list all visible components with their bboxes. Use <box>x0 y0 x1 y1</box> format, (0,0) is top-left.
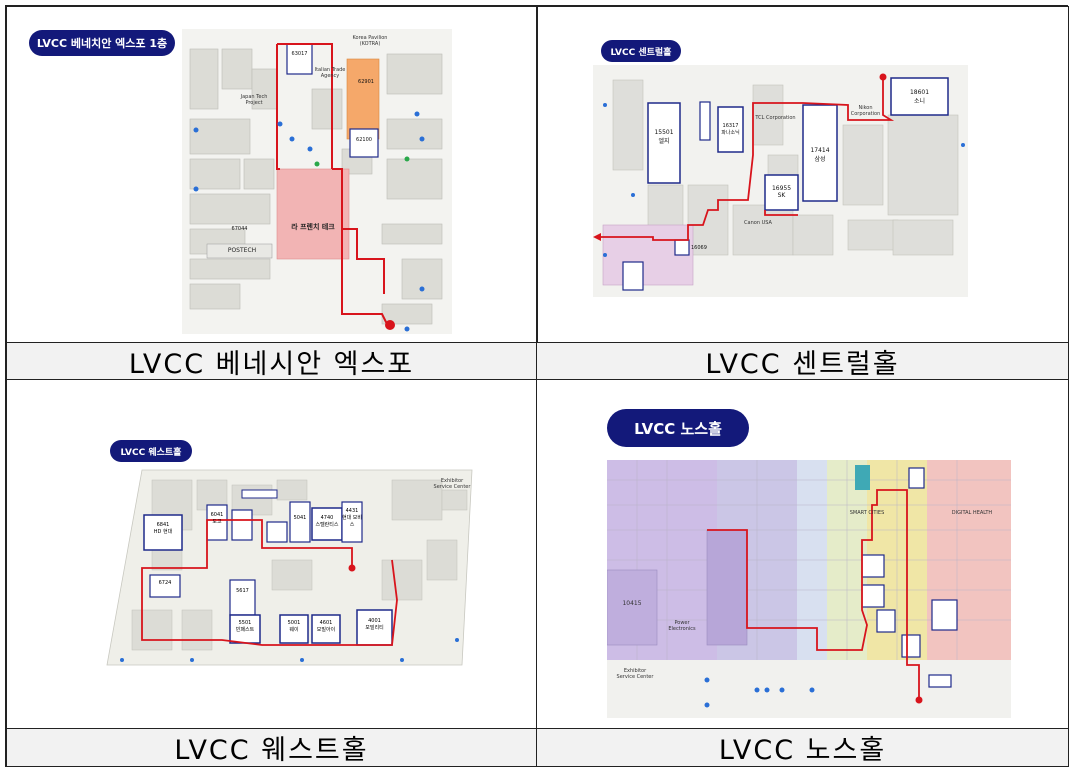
booth-5041: 5041 <box>293 515 307 521</box>
booth-5617: 5617 <box>236 588 249 594</box>
smart-cities-label: SMART CITIES <box>849 510 885 516</box>
booth-10415: 10415 <box>622 600 642 607</box>
booth-6724: 6724 <box>158 580 172 586</box>
digital-health-label: DIGITAL HEALTH <box>951 510 993 516</box>
venetian-map-drawing <box>182 29 452 334</box>
caption-central: LVCC 센트럴홀 <box>536 342 1069 380</box>
nikon-label: Nikon Corporation <box>850 105 881 117</box>
west-badge: LVCC 웨스트홀 <box>110 440 192 462</box>
japan-tech-label: Japan Tech Project <box>240 94 268 106</box>
venetian-floor-map: Korea Pavilion (KOTRA) Italian Trade Age… <box>182 29 452 334</box>
central-map-drawing <box>593 65 968 297</box>
venetian-badge: LVCC 베네치안 엑스포 1층 <box>29 30 175 56</box>
booth-63017: 63017 <box>291 51 308 57</box>
north-badge: LVCC 노스홀 <box>607 409 749 447</box>
figure-grid: Korea Pavilion (KOTRA) Italian Trade Age… <box>5 5 1069 767</box>
italian-trade-label: Italian Trade Agency <box>314 67 346 79</box>
exhibitor-service-north-label: Exhibitor Service Center <box>616 668 654 680</box>
booth-67044: 67044 <box>231 226 248 232</box>
booth-62901: 62901 <box>358 79 374 85</box>
postech-label: POSTECH <box>227 247 257 254</box>
caption-north: LVCC 노스홀 <box>536 728 1069 767</box>
panel-north-map: SMART CITIES DIGITAL HEALTH 10415 Power … <box>536 379 1069 729</box>
caption-west: LVCC 웨스트홀 <box>6 728 537 767</box>
tcl-label: TCL Corporation <box>755 115 796 121</box>
power-electronics-label: Power Electronics <box>668 620 696 632</box>
la-french-tech-label: 라 프렌치 테크 <box>291 223 335 231</box>
panel-venetian-map: Korea Pavilion (KOTRA) Italian Trade Age… <box>6 6 537 343</box>
caption-venetian: LVCC 베네시안 엑스포 <box>6 342 537 380</box>
booth-62100: 62100 <box>356 137 372 143</box>
north-map-drawing <box>607 460 1011 718</box>
exhibitor-service-label: Exhibitor Service Center <box>433 478 471 490</box>
korea-pavilion-label: Korea Pavilion (KOTRA) <box>352 35 388 47</box>
booth-16069: 16069 <box>691 245 707 251</box>
canon-label: Canon USA <box>744 220 772 226</box>
north-floor-map: SMART CITIES DIGITAL HEALTH 10415 Power … <box>607 460 1011 718</box>
west-map-drawing <box>106 469 473 666</box>
central-badge: LVCC 센트럴홀 <box>601 40 681 62</box>
